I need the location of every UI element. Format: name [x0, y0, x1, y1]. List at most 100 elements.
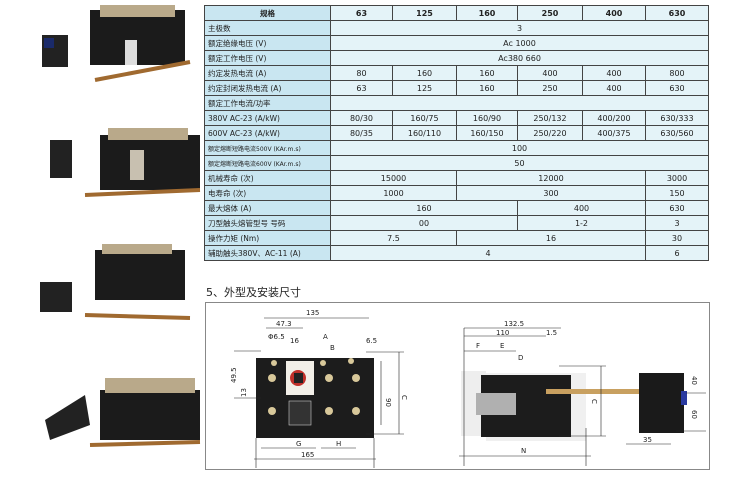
- section-title: 5、外型及安装尺寸: [206, 286, 301, 299]
- dim-16: 16: [290, 337, 299, 345]
- table-cell: 400: [517, 200, 646, 216]
- table-cell: 6: [645, 245, 709, 261]
- row-label: 辅助触头380V、AC-11 (A): [204, 245, 331, 261]
- table-row: 额定熔断短路电流500V (KAr.m.s)100: [204, 140, 709, 156]
- dim-A: A: [323, 333, 328, 341]
- row-label: 额定工作电流/功率: [204, 95, 331, 111]
- table-cell: 125: [392, 80, 457, 96]
- front-view-drawing: [234, 317, 404, 468]
- table-cell: 630: [645, 80, 709, 96]
- row-label: 约定发热电流 (A): [204, 65, 331, 81]
- table-cell: 63: [330, 80, 393, 96]
- row-label: 额定绝缘电压 (V): [204, 35, 331, 51]
- dim-90: 90: [384, 398, 392, 407]
- row-label: 电寿命 (次): [204, 185, 331, 201]
- product-photos: [30, 0, 205, 474]
- header-rating: 250: [517, 5, 583, 21]
- table-cell: 80: [330, 65, 393, 81]
- table-cell: 80/35: [330, 125, 393, 141]
- table-cell: 160: [456, 65, 518, 81]
- row-label: 额定工作电压 (V): [204, 50, 331, 66]
- dim-N: N: [521, 447, 526, 455]
- dim-135: 135: [306, 309, 319, 317]
- table-cell: 400: [582, 65, 646, 81]
- table-cell: Ac380 660: [330, 50, 709, 66]
- header-rating: 63: [330, 5, 393, 21]
- table-cell: 1-2: [517, 215, 646, 231]
- dim-E: E: [500, 342, 504, 350]
- table-cell: 400/200: [582, 110, 646, 126]
- product-photo-illustrations: [40, 5, 201, 447]
- dim-13: 13: [240, 388, 248, 397]
- table-cell: 630/560: [645, 125, 709, 141]
- header-rating: 160: [456, 5, 518, 21]
- table-row: 额定熔断短路电流600V (KAr.m.s)50: [204, 155, 709, 171]
- dim-40: 40: [690, 376, 698, 385]
- dimension-drawings: 135 47.3 Φ6.5 16 A B 6.5 49.5 13 90 C G …: [230, 309, 706, 468]
- product-photo-4: [45, 378, 201, 447]
- row-label: 600V AC-23 (A/kW): [204, 125, 331, 141]
- row-label: 额定熔断短路电流600V (KAr.m.s): [204, 155, 331, 171]
- table-cell: 400: [582, 80, 646, 96]
- table-cell: 160/75: [392, 110, 457, 126]
- table-cell: 630/333: [645, 110, 709, 126]
- table-cell: 3000: [645, 170, 709, 186]
- product-photo-1: [42, 5, 191, 82]
- table-cell: 15000: [330, 170, 457, 186]
- table-cell: 16: [456, 230, 646, 246]
- dim-47-3: 47.3: [276, 320, 292, 328]
- dim-6-5: 6.5: [366, 337, 377, 345]
- dim-H: H: [336, 440, 341, 448]
- row-label: 380V AC-23 (A/kW): [204, 110, 331, 126]
- header-rating: 630: [645, 5, 709, 21]
- table-cell: Ac 1000: [330, 35, 709, 51]
- dim-1-5: 1.5: [546, 329, 557, 337]
- dim-35: 35: [643, 436, 652, 444]
- table-cell: 250: [517, 80, 583, 96]
- table-cell: 4: [330, 245, 646, 261]
- dim-110: 110: [496, 329, 509, 337]
- row-label: 约定封闭发热电流 (A): [204, 80, 331, 96]
- dim-G: G: [296, 440, 301, 448]
- dim-132-5: 132.5: [504, 320, 524, 328]
- table-cell: 400/375: [582, 125, 646, 141]
- table-cell: 160/150: [456, 125, 518, 141]
- dim-165: 165: [301, 451, 314, 459]
- table-cell: 160: [456, 80, 518, 96]
- header-rating: 400: [582, 5, 646, 21]
- table-cell: 3: [645, 215, 709, 231]
- table-row: 额定绝缘电压 (V)Ac 1000: [204, 35, 709, 51]
- row-label: 额定熔断短路电流500V (KAr.m.s): [204, 140, 331, 156]
- dim-49-5: 49.5: [230, 367, 238, 383]
- table-cell: 160/90: [456, 110, 518, 126]
- dim-B: B: [330, 344, 335, 352]
- table-cell: 250/220: [517, 125, 583, 141]
- header-rating: 125: [392, 5, 457, 21]
- row-label: 刀型触头熔管型号 号码: [204, 215, 331, 231]
- table-cell: 630: [645, 200, 709, 216]
- table-cell: 300: [456, 185, 646, 201]
- table-cell: 100: [330, 140, 709, 156]
- product-photo-3: [40, 244, 191, 320]
- header-spec-label: 规格: [204, 5, 331, 21]
- row-label: 主极数: [204, 20, 331, 36]
- table-cell: 160: [392, 65, 457, 81]
- dim-C: C: [400, 395, 408, 400]
- dim-F: F: [476, 342, 480, 350]
- table-cell: 160: [330, 200, 518, 216]
- side-view-drawing: [459, 327, 706, 466]
- table-cell: 12000: [456, 170, 646, 186]
- table-cell: 30: [645, 230, 709, 246]
- table-cell: [330, 95, 709, 111]
- table-row: 额定工作电压 (V)Ac380 660: [204, 50, 709, 66]
